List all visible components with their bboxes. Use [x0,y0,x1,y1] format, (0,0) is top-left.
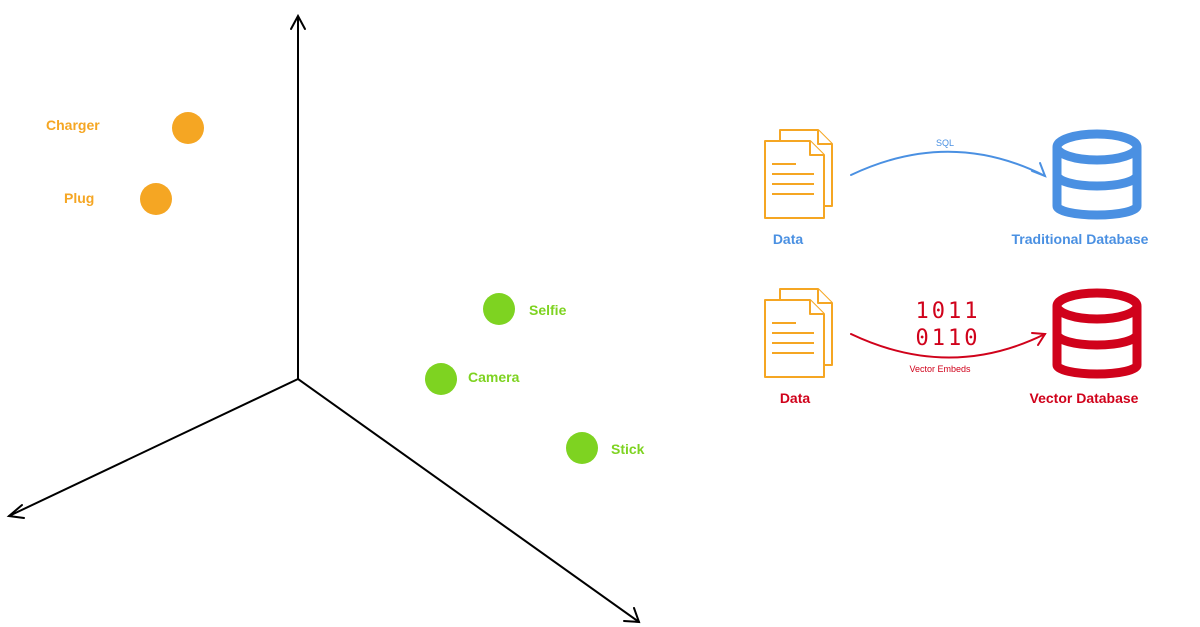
point-label-selfie: Selfie [529,302,567,318]
point-label-charger: Charger [46,117,100,133]
vector-embeds-label: Vector Embeds [909,364,971,374]
vector-database-label: Vector Database [1029,390,1139,406]
point-plug [140,183,172,215]
traditional-data-label: Data [772,231,804,247]
point-label-camera: Camera [468,369,520,385]
binary-text: 1011 0110 [916,298,981,352]
document-stack-icon [764,129,833,219]
axis-vertical-arrowhead [290,13,306,30]
axes [6,13,641,624]
axis-left [8,378,299,517]
vector-data-label: Data [779,390,811,406]
binary-line-2: 0110 [915,326,981,351]
sql-label: SQL [935,138,955,148]
binary-line-1: 1011 [915,299,981,324]
database-icon [1052,129,1142,220]
point-label-plug: Plug [64,190,95,206]
database-icon [1052,288,1142,379]
scatter-points [140,112,598,464]
axis-left-arrowhead [6,504,25,519]
point-charger [172,112,204,144]
point-label-stick: Stick [611,441,645,457]
vector-embeds-arrow [850,332,1047,359]
point-stick [566,432,598,464]
sql-arrow [850,150,1047,178]
point-selfie [483,293,515,325]
point-camera [425,363,457,395]
document-stack-icon [764,288,833,378]
traditional-database-label: Traditional Database [1011,231,1149,247]
axis-right [297,378,640,623]
axis-right-arrowhead [623,607,641,624]
